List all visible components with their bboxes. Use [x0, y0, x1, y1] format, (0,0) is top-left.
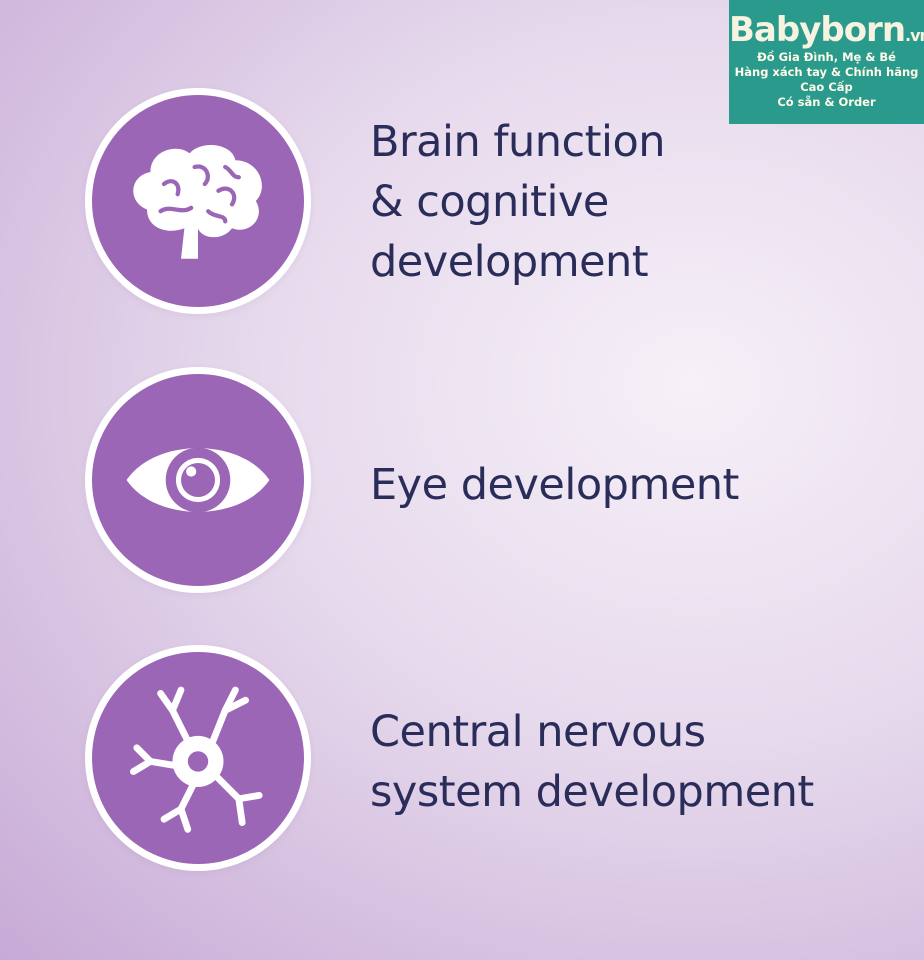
logo-line: Đồ Gia Đình, Mẹ & Bé [757, 50, 896, 64]
logo-brand: Babyborn [729, 10, 906, 50]
feature-eye-label: Eye development [370, 460, 739, 510]
logo-line: Cao Cấp [800, 80, 853, 94]
eye-icon [92, 374, 304, 586]
neuron-icon [92, 652, 304, 864]
babyborn-logo: Babyborn.vn Đồ Gia Đình, Mẹ & Bé Hàng xá… [729, 0, 924, 124]
brain-icon [92, 95, 304, 307]
logo-line: Hàng xách tay & Chính hãng [734, 65, 919, 79]
logo-tld: .vn [905, 26, 924, 45]
feature-cns-label: Central nervous system development [370, 707, 814, 817]
logo-line: Có sẵn & Order [777, 95, 876, 109]
feature-brain-label: Brain function & cognitive development [370, 117, 666, 287]
